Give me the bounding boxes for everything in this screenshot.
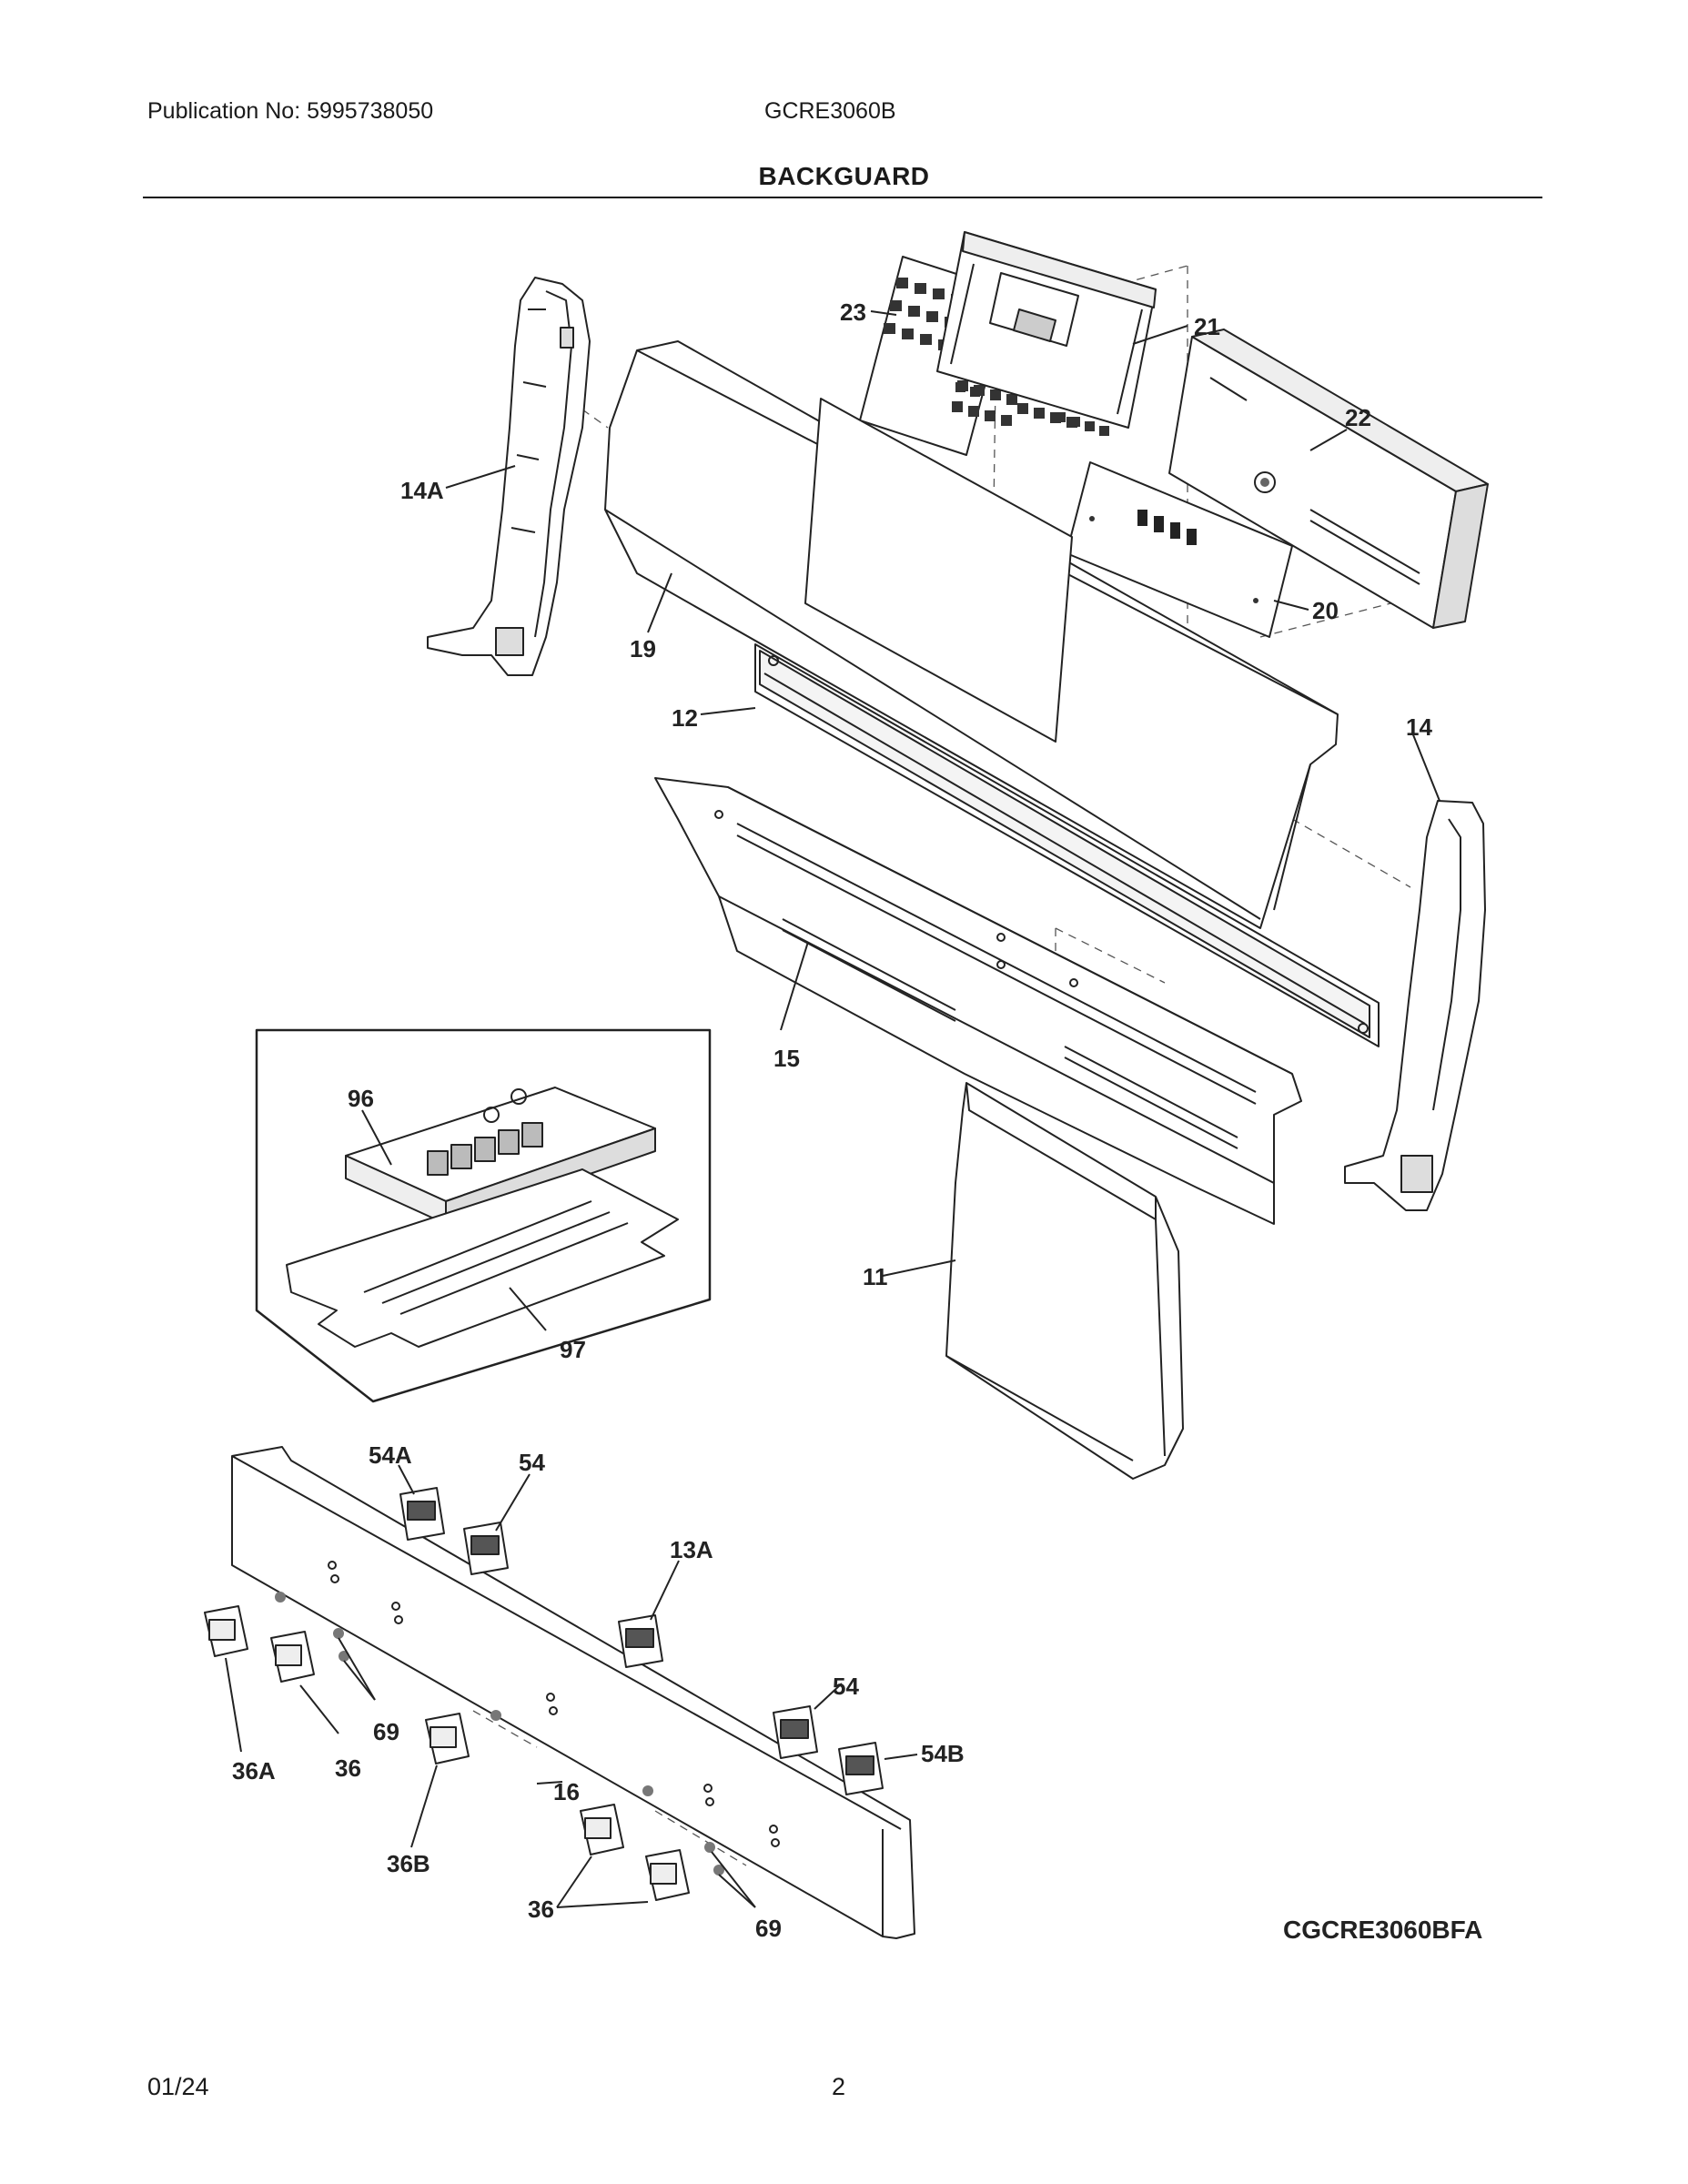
callout-21: 21 [1194,313,1220,340]
leader-lines [225,310,1440,1908]
knob-36-c [645,1849,690,1901]
switch-54A [399,1487,445,1541]
callout-69-right: 69 [755,1915,782,1942]
callout-19: 19 [630,635,656,662]
knob-36A [204,1605,248,1657]
callout-14: 14 [1406,713,1432,741]
backguard-panel-19 [604,340,1339,929]
switch-54-upper [463,1522,509,1575]
switch-13A [618,1614,663,1668]
figure-code: CGCRE3060BFA [1283,1916,1482,1944]
callout-36A: 36A [232,1757,276,1785]
callout-22: 22 [1345,404,1371,431]
callout-15: 15 [773,1045,800,1072]
callout-12: 12 [672,704,698,732]
callout-54-upper: 54 [519,1449,545,1476]
callout-36-left: 36 [335,1754,361,1782]
switch-54-lower [773,1705,818,1759]
model-number: GCRE3060B [764,98,896,124]
callout-14A: 14A [400,477,444,504]
knob-36-a [270,1631,315,1683]
callout-96: 96 [348,1085,374,1112]
page-number: 2 [832,2073,846,2100]
footer-date: 01/24 [147,2073,209,2100]
base-plate-97 [286,1168,679,1348]
knob-36-b [580,1804,624,1855]
control-housing-22 [1168,329,1489,629]
section-title: BACKGUARD [758,162,930,190]
callout-54B: 54B [921,1740,965,1767]
publication-number: Publication No: 5995738050 [147,98,434,124]
screws-69 [275,1592,724,1876]
left-end-cap-14A [427,277,591,676]
control-panel-16 [231,1446,915,1939]
callout-16: 16 [553,1778,580,1805]
cover-11 [945,1082,1184,1480]
header-rule [143,197,1542,198]
callout-labels: 23 21 22 14A 19 20 12 14 15 96 11 97 54A… [232,298,1482,1944]
callout-36B: 36B [387,1850,430,1877]
switch-54B [838,1742,884,1795]
callout-13A: 13A [670,1536,713,1563]
callout-54-lower: 54 [833,1673,859,1700]
knob-36B [425,1713,470,1764]
callout-69-left: 69 [373,1718,399,1745]
main-bracket-15 [654,777,1302,1225]
callout-97: 97 [560,1336,586,1363]
keypad-bracket-21 [936,231,1157,436]
right-end-cap-14 [1344,800,1486,1211]
callout-36-bottom: 36 [528,1896,554,1923]
callout-11: 11 [863,1263,888,1290]
callout-54A: 54A [369,1441,412,1469]
callout-20: 20 [1312,597,1339,624]
display-frame-12 [754,643,1380,1047]
callout-23: 23 [840,298,866,326]
